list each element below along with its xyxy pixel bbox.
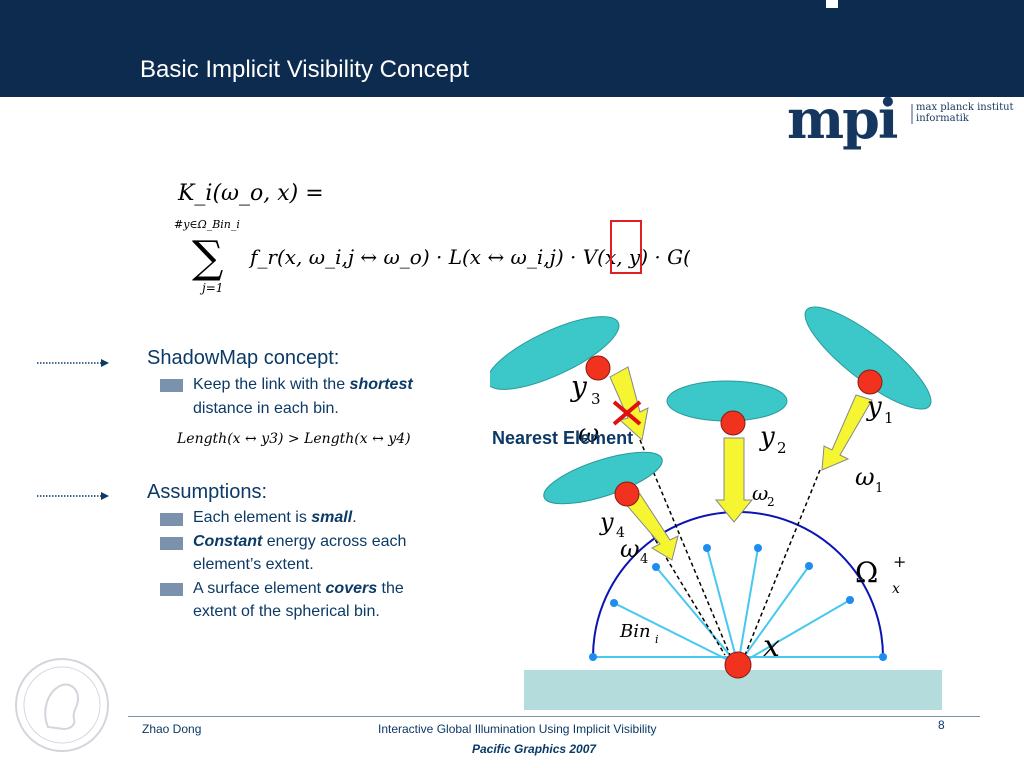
sample-points: [585, 355, 883, 679]
diagram-labels: y 3 y 2 y 1 y 4 ω ω 1 ω 2 ω 4 Ω + x Bin …: [569, 370, 906, 664]
visibility-highlight-box: [610, 220, 642, 274]
sub-bullet-square: [160, 379, 183, 392]
emphasis-text: covers: [325, 580, 378, 597]
logo-line-2: informatik: [916, 113, 969, 124]
label-omega-sup: +: [893, 552, 906, 571]
footer-venue: Pacific Graphics 2007: [472, 742, 597, 756]
logo-separator: [911, 104, 913, 124]
label-omega-sub: x: [892, 581, 900, 597]
label-omega: Ω: [855, 556, 878, 589]
label-w4: ω: [620, 535, 640, 563]
label-bin-sub: i: [655, 633, 659, 646]
page-number: 8: [938, 718, 945, 732]
label-y4-sub: 4: [616, 525, 625, 541]
emphasis-text: shortest: [349, 376, 413, 393]
footer-title: Interactive Global Illumination Using Im…: [378, 722, 657, 736]
arrow-y4: [623, 493, 679, 561]
label-x: x: [763, 629, 780, 664]
label-y1: y: [866, 392, 882, 422]
label-w2-sub: 2: [767, 495, 775, 509]
sub-bullet-text: Each element is small.: [193, 507, 357, 529]
label-w2: ω: [752, 481, 768, 505]
label-y1-sub: 1: [884, 409, 894, 427]
label-y2: y: [759, 422, 775, 452]
label-y3-sub: 3: [591, 390, 601, 408]
label-y2-sub: 2: [777, 439, 787, 457]
arrow-y1: [821, 394, 873, 471]
bullet-heading-assumptions: Assumptions:: [147, 481, 268, 503]
text-part: A surface element: [193, 580, 326, 597]
formula-lhs: K_i(ω_o, x) =: [177, 181, 324, 206]
label-w4-sub: 4: [640, 552, 648, 567]
visibility-diagram: y 3 y 2 y 1 y 4 ω ω 1 ω 2 ω 4 Ω + x Bin …: [490, 306, 942, 710]
footer-author: Zhao Dong: [142, 722, 202, 736]
logo-subtitle: max planck institut informatik: [916, 102, 1014, 124]
sub-bullet-text-line2: distance in each bin.: [193, 400, 339, 417]
bullet-arrow-1: [37, 359, 109, 367]
header-bar: [0, 0, 1024, 97]
formula-sum-upper: #y∈Ω_Bin_i: [174, 218, 240, 231]
text-part: energy across each: [262, 533, 407, 550]
text-part: .: [352, 509, 357, 526]
formula-rhs: f_r(x, ω_i,j ↔ ω_o) · L(x ↔ ω_i,j) · V(x…: [248, 245, 690, 269]
logo-line-1: max planck institut: [916, 102, 1014, 113]
rejected-mark-icon: [612, 400, 642, 426]
text-part: Each element is: [193, 509, 312, 526]
sub-bullet-square: [160, 537, 183, 550]
mpi-logo: mpi: [787, 87, 898, 151]
sub-bullet-text: Constant energy across each: [193, 531, 406, 553]
formula-sum-lower: j=1: [199, 281, 223, 295]
bin-points: [589, 544, 887, 661]
length-inequality: Length(x ↔ y3) > Length(x ↔ y4): [177, 431, 411, 447]
slide-title: Basic Implicit Visibility Concept: [140, 56, 470, 83]
bullet-heading-shadowmap: ShadowMap concept:: [147, 347, 340, 369]
element-y3: [490, 316, 620, 390]
bin-rays: [613, 547, 851, 666]
sum-symbol: ∑: [192, 232, 223, 283]
sub-bullet-text: A surface element covers the: [193, 578, 404, 600]
label-y4: y: [599, 508, 614, 536]
sub-bullet-text-line2: element’s extent.: [193, 556, 314, 573]
sub-bullet-text: Keep the link with the shortest: [193, 374, 413, 396]
label-omega-near: ω: [578, 419, 599, 449]
rendering-equation: K_i(ω_o, x) = #y∈Ω_Bin_i ∑ j=1 f_r(x, ω_…: [174, 181, 690, 295]
element-y4: [543, 451, 663, 505]
label-w1: ω: [855, 463, 875, 491]
header-accent: [826, 0, 838, 8]
sub-bullet-square: [160, 513, 183, 526]
text-part: Keep the link with the: [193, 376, 350, 393]
label-y3: y: [569, 370, 588, 403]
bullet-arrow-2: [37, 492, 109, 500]
footer-divider: [128, 716, 980, 717]
sub-bullet-text-line2: extent of the spherical bin.: [193, 603, 380, 620]
emphasis-text: small: [311, 509, 353, 526]
sub-bullet-square: [160, 583, 183, 596]
max-planck-seal-icon: [15, 658, 109, 752]
element-y1: [804, 306, 932, 410]
label-w1-sub: 1: [875, 481, 883, 496]
nearest-element-label: Nearest Element: [492, 428, 634, 448]
emphasis-text: Constant: [193, 533, 263, 550]
text-part: the: [377, 580, 404, 597]
arrow-y2: [714, 437, 754, 523]
label-bin: Bin: [619, 621, 651, 642]
